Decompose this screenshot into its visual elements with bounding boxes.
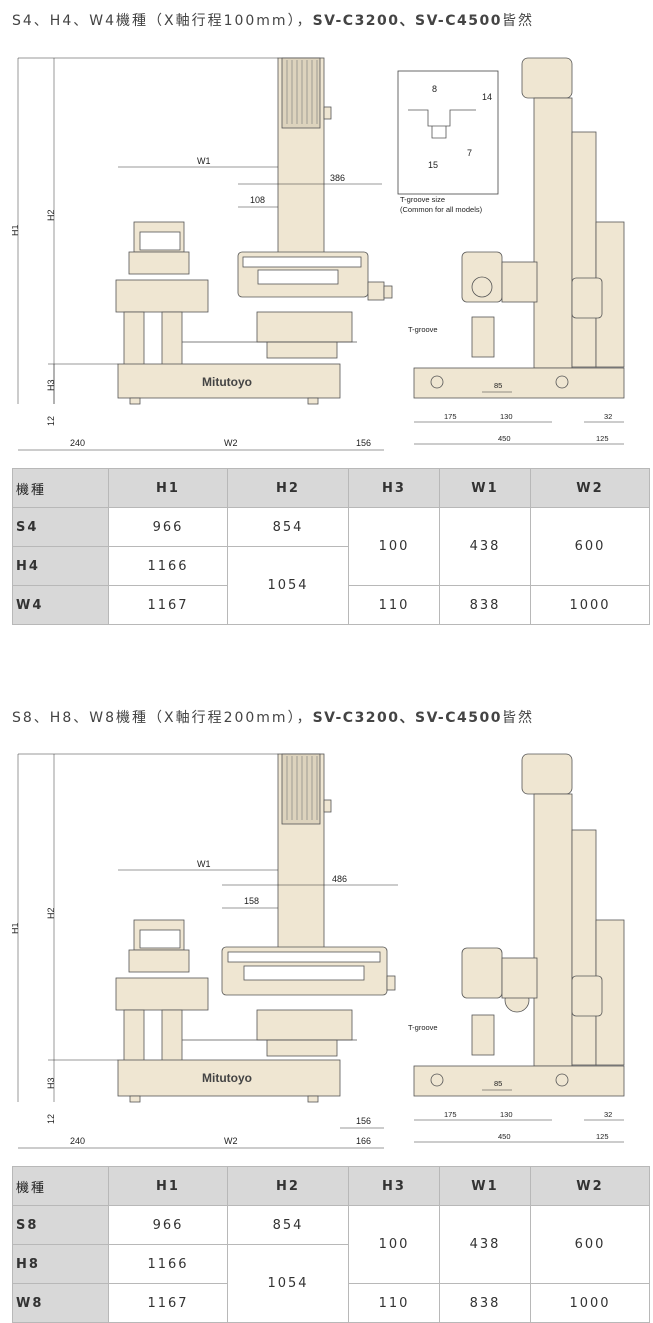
cell-h1: 1166 (108, 1244, 228, 1284)
label-tgroove-8: 8 (432, 84, 437, 94)
label-tgroove-14: 14 (482, 92, 492, 102)
table-row: H4 1166 1054 (12, 546, 650, 625)
table-row: S4 966 854 100 438 600 (12, 507, 650, 586)
cell-h1: 1167 (108, 1283, 228, 1323)
cell-h2: 1054 (227, 546, 349, 625)
label-dim-386: 386 (330, 173, 345, 183)
label-h2: H2 (46, 209, 56, 221)
label-tgroove-common: (Common for all models) (400, 205, 483, 214)
cell-w1: 438 (439, 507, 531, 586)
cell-h3: 100 (348, 507, 440, 586)
label-dim-240: 240 (70, 1136, 85, 1146)
col-header-w2: W2 (530, 468, 650, 508)
cell-model: S8 (12, 1205, 109, 1245)
section-heading: S4、H4、W4機種（X軸行程100mm），SV-C3200、SV-C4500皆… (12, 13, 534, 29)
label-dim-12: 12 (46, 1114, 56, 1124)
label-h2: H2 (46, 907, 56, 919)
label-dim-240: 240 (70, 438, 85, 448)
cell-h2: 854 (227, 1205, 349, 1245)
cell-w2: 600 (530, 1205, 650, 1284)
spec-table: 機種 H1 H2 H3 W1 W2 S8 966 854 100 438 600… (12, 1166, 650, 1323)
cell-w1: 838 (439, 585, 531, 625)
label-w1: W1 (197, 156, 211, 166)
label-dim-32: 32 (604, 1110, 612, 1119)
cell-h1: 966 (108, 507, 228, 547)
label-dim-486: 486 (332, 874, 347, 884)
label-dim-125: 125 (596, 1132, 609, 1141)
cell-model: H8 (12, 1244, 109, 1284)
spec-table: 機種 H1 H2 H3 W1 W2 S4 966 854 100 438 600… (12, 468, 650, 625)
cell-model: W4 (12, 585, 109, 625)
col-header-model: 機種 (12, 468, 109, 508)
label-h1: H1 (12, 224, 20, 236)
col-header-h3: H3 (348, 468, 440, 508)
table-header-row: 機種 H1 H2 H3 W1 W2 (12, 468, 650, 508)
dimension-drawing: H1 H2 H3 12 W1 108 386 240 W2 156 Mituto… (12, 57, 625, 451)
label-dim-130: 130 (500, 1110, 513, 1119)
cell-h1: 966 (108, 1205, 228, 1245)
cell-h3: 110 (348, 585, 440, 625)
cell-w1: 438 (439, 1205, 531, 1284)
label-dim-32: 32 (604, 412, 612, 421)
label-w2: W2 (224, 1136, 238, 1146)
label-tgroove: T-groove (408, 1023, 438, 1032)
table-row: H8 1166 1054 (12, 1244, 650, 1323)
table-row: W4 1167 110 838 1000 (12, 585, 650, 625)
col-header-h1: H1 (108, 1166, 228, 1206)
col-header-h3: H3 (348, 1166, 440, 1206)
label-h3: H3 (46, 379, 56, 391)
table-row: S8 966 854 100 438 600 (12, 1205, 650, 1284)
dimension-drawing: H1 H2 H3 12 W1 158 486 240 W2 156 166 Mi… (12, 753, 625, 1149)
col-header-h2: H2 (227, 1166, 349, 1206)
label-dim-12: 12 (46, 416, 56, 426)
label-tgroove-15: 15 (428, 160, 438, 170)
label-dim-175: 175 (444, 412, 457, 421)
label-tgroove-size: T-groove size (400, 195, 445, 204)
col-header-w1: W1 (439, 468, 531, 508)
cell-w1: 838 (439, 1283, 531, 1323)
label-dim-450: 450 (498, 1132, 511, 1141)
cell-h2: 854 (227, 507, 349, 547)
cell-h3: 100 (348, 1205, 440, 1284)
cell-model: H4 (12, 546, 109, 586)
label-dim-130: 130 (500, 412, 513, 421)
label-dim-125: 125 (596, 434, 609, 443)
brand-logo: Mitutoyo (202, 1071, 252, 1085)
label-dim-158: 158 (244, 896, 259, 906)
col-header-w1: W1 (439, 1166, 531, 1206)
table-header-row: 機種 H1 H2 H3 W1 W2 (12, 1166, 650, 1206)
col-header-w2: W2 (530, 1166, 650, 1206)
label-dim-166: 166 (356, 1136, 371, 1146)
label-dim-85: 85 (494, 1079, 502, 1088)
label-h3: H3 (46, 1077, 56, 1089)
label-dim-108: 108 (250, 195, 265, 205)
label-dim-156: 156 (356, 1116, 371, 1126)
cell-w2: 1000 (530, 585, 650, 625)
label-tgroove-7: 7 (467, 148, 472, 158)
cell-model: S4 (12, 507, 109, 547)
brand-logo: Mitutoyo (202, 375, 252, 389)
label-dim-175: 175 (444, 1110, 457, 1119)
label-tgroove: T-groove (408, 325, 438, 334)
cell-h2: 1054 (227, 1244, 349, 1323)
col-header-h2: H2 (227, 468, 349, 508)
cell-h1: 1166 (108, 546, 228, 586)
label-h1: H1 (12, 922, 20, 934)
cell-w2: 600 (530, 507, 650, 586)
label-dim-85: 85 (494, 381, 502, 390)
section-heading: S8、H8、W8機種（X軸行程200mm），SV-C3200、SV-C4500皆… (12, 710, 534, 726)
col-header-h1: H1 (108, 468, 228, 508)
label-w2: W2 (224, 438, 238, 448)
col-header-model: 機種 (12, 1166, 109, 1206)
label-dim-450: 450 (498, 434, 511, 443)
cell-h1: 1167 (108, 585, 228, 625)
label-dim-156: 156 (356, 438, 371, 448)
label-w1: W1 (197, 859, 211, 869)
